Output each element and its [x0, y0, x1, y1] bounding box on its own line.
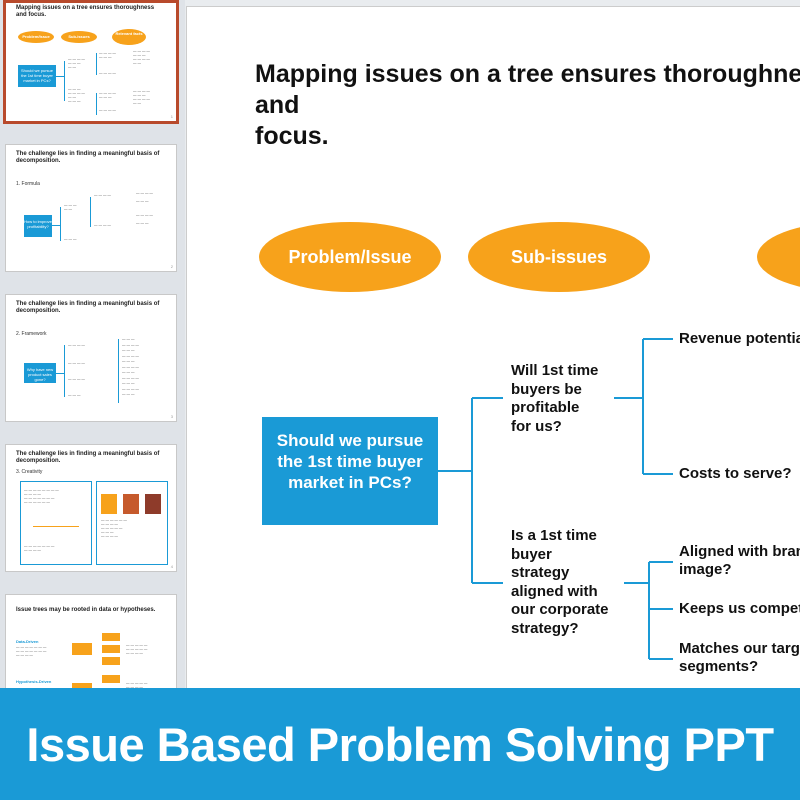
thumbnail-connector: [96, 53, 97, 75]
thumbnail-text-block: — — — —— — —: [136, 191, 153, 203]
thumbnail-text-block: — — — — —— — — —: [126, 681, 148, 688]
thumbnail-connector: [52, 225, 60, 226]
thumbnail-text-block: — — —— —: [64, 203, 77, 211]
thumbnail-text-block: — — — —— — —— —: [68, 57, 85, 69]
tree-connectors: [438, 338, 673, 660]
thumbnail-connector: [96, 93, 97, 115]
thumbnail-diagram: [33, 526, 79, 542]
slide-title: Mapping issues on a tree ensures thoroug…: [255, 60, 800, 150]
slide-number: 4: [170, 564, 173, 569]
thumbnail-connector: [90, 197, 91, 227]
root-issue-box: Should we pursue the 1st time buyer mark…: [262, 417, 438, 525]
thumbnail-oval: Sub-issues: [61, 31, 97, 43]
slide-thumbnail-panel: Mapping issues on a tree ensures thoroug…: [0, 0, 185, 688]
thumbnail-title: The challenge lies in finding a meaningf…: [16, 151, 160, 164]
thumbnail-text-block: — — — —— — —: [99, 51, 116, 59]
thumbnail-section: 3. Creativity: [16, 469, 43, 475]
thumbnail-panel-left: — — — — — — — —— — — —— — — — — — —— — —…: [20, 481, 92, 565]
title-banner: Issue Based Problem Solving PPT: [0, 688, 800, 800]
thumbnail-text-block: — — — — — — — —— — — —— — — — — — —— — —…: [24, 488, 59, 504]
thumbnail-label: Hypothesis-Driven: [16, 679, 52, 684]
slide-thumbnail-4[interactable]: The challenge lies in finding a meaningf…: [5, 444, 177, 572]
thumbnail-title: Mapping issues on a tree ensures thoroug…: [16, 5, 155, 18]
slide-canvas[interactable]: Mapping issues on a tree ensures thoroug…: [186, 6, 800, 688]
thumbnail-image: [123, 494, 139, 514]
thumbnail-text-block: — — — — — — —— — — —: [24, 544, 55, 552]
leaf-revenue: Revenue potential?: [679, 330, 800, 347]
thumbnail-text-block: — — — —: [99, 71, 116, 75]
slide-number: 2: [170, 264, 173, 269]
slide-thumbnail-5[interactable]: Issue trees may be rooted in data or hyp…: [5, 594, 177, 688]
slide-thumbnail-3[interactable]: The challenge lies in finding a meaningf…: [5, 294, 177, 422]
thumbnail-oval: Relevant facts: [112, 29, 146, 45]
thumbnail-box: [102, 633, 120, 641]
thumbnail-text-block: — — — —: [94, 193, 111, 197]
thumbnail-connector: [56, 76, 64, 77]
banner-title: Issue Based Problem Solving PPT: [26, 717, 774, 771]
thumbnail-root-box: How to improve profitability?: [24, 215, 52, 237]
thumbnail-box: [102, 645, 120, 653]
thumbnail-text-block: — — — —: [99, 108, 116, 112]
thumbnail-text-block: — — —— — — —— —— — —: [68, 87, 85, 103]
slide-number: 1: [170, 114, 173, 119]
thumbnail-root-box: Why have new product sales gone?: [24, 363, 56, 383]
leaf-competitive: Keeps us competitive?: [679, 600, 800, 617]
thumbnail-text-block: — — —: [64, 237, 77, 241]
leaf-brand: Aligned with brand image?: [679, 543, 800, 578]
thumbnail-image: [101, 494, 117, 514]
header-oval-problem: Problem/Issue: [259, 222, 441, 292]
thumbnail-text-block: — — — —: [68, 377, 85, 381]
leaf-segments: Matches our target segments?: [679, 640, 800, 675]
thumbnail-title: Issue trees may be rooted in data or hyp…: [16, 607, 156, 613]
thumbnail-text-block: — — — — —— — — — —— — — —: [126, 643, 148, 655]
thumbnail-panel-right: — — — — — —— — — —— — — — —— — —— — — —: [96, 481, 168, 565]
thumbnail-text-block: — — —— — — —— — —— — — —— — —— — — —— — …: [122, 337, 139, 396]
thumbnail-text-block: — — — —: [68, 343, 85, 347]
thumbnail-text-block: — — — —— — —— — — —— —: [133, 49, 150, 65]
thumbnail-title: The challenge lies in finding a meaningf…: [16, 451, 160, 464]
header-oval-sub-issues: Sub-issues: [468, 222, 650, 292]
thumbnail-text-block: — — — —: [68, 361, 85, 365]
thumbnail-connector: [64, 61, 65, 101]
thumbnail-text-block: — — — —— — —— — — —— —: [133, 89, 150, 105]
thumbnail-root-box: Should we pursue the 1st time buyer mark…: [18, 65, 56, 87]
thumbnail-box: [72, 643, 92, 655]
thumbnail-text-block: — — — — — —— — — —— — — — —— — —— — — —: [101, 518, 127, 538]
thumbnail-label: Data-Driven: [16, 639, 39, 644]
slide-thumbnail-2[interactable]: The challenge lies in finding a meaningf…: [5, 144, 177, 272]
thumbnail-image: [145, 494, 161, 514]
thumbnail-section: 2. Framework: [16, 331, 47, 337]
sub-issue-2: Is a 1st time buyer strategy aligned wit…: [511, 527, 609, 637]
thumbnail-text-block: — — — — — — —— — — — — — —— — — —: [16, 645, 47, 657]
sub-issue-1: Will 1st time buyers be profitable for u…: [511, 362, 599, 435]
thumbnail-section: 1. Formula: [16, 181, 40, 187]
thumbnail-connector: [64, 345, 65, 397]
thumbnail-title: The challenge lies in finding a meaningf…: [16, 301, 160, 314]
thumbnail-text-block: — — — —: [94, 223, 111, 227]
thumbnail-connector: [60, 207, 61, 241]
thumbnail-text-block: — — — —— — —: [136, 213, 153, 225]
thumbnail-connector: [56, 373, 64, 374]
thumbnail-box: [72, 683, 92, 688]
slide-number: 3: [170, 414, 173, 419]
thumbnail-oval: Problem/Issue: [18, 31, 54, 43]
thumbnail-connector: [118, 339, 119, 403]
slide-thumbnail-1[interactable]: Mapping issues on a tree ensures thoroug…: [3, 0, 179, 124]
thumbnail-box: [102, 675, 120, 683]
thumbnail-box: [102, 657, 120, 665]
leaf-costs: Costs to serve?: [679, 465, 792, 482]
thumbnail-text-block: — — —: [68, 393, 81, 397]
thumbnail-text-block: — — — —— — —: [99, 91, 116, 99]
